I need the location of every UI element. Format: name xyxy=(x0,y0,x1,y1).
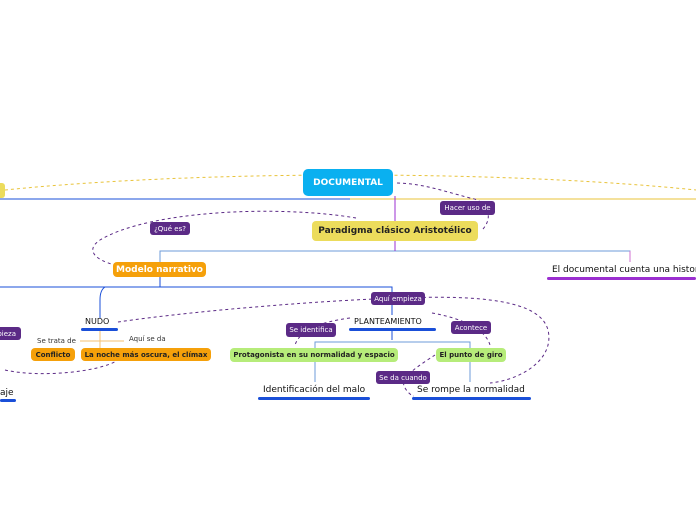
underline-se-rompe xyxy=(412,397,531,400)
underline-left-fragment xyxy=(0,399,16,402)
relation-aqui-empieza xyxy=(117,296,550,384)
node-se-rompe[interactable]: Se rompe la normalidad xyxy=(417,385,525,395)
label-se-trata-de: Se trata de xyxy=(37,336,76,345)
node-paradigma[interactable]: Paradigma clásico Aristotélico xyxy=(312,221,478,241)
connector-nudo xyxy=(99,286,106,318)
label-aqui-se-da: Aquí se da xyxy=(129,334,166,343)
node-noche-oscura[interactable]: La noche más oscura, el clímax xyxy=(81,348,211,361)
node-left-fragment[interactable]: aje xyxy=(0,388,14,398)
connector-paradigma-branches xyxy=(159,250,631,262)
relation-acontece xyxy=(431,312,491,346)
underline-planteamiento xyxy=(349,328,436,331)
tag-que-es[interactable]: ¿Qué es? xyxy=(150,222,190,235)
node-conflicto[interactable]: Conflicto xyxy=(31,348,75,361)
connector-dashed-yellow xyxy=(4,174,696,191)
connector-plant-branches xyxy=(314,341,471,348)
connector-modelo-branches xyxy=(0,286,393,315)
underline-identificacion-malo xyxy=(258,397,370,400)
node-planteamiento[interactable]: PLANTEAMIENTO xyxy=(354,316,422,326)
tag-acontece[interactable]: Acontece xyxy=(451,321,491,334)
underline-documental-cuenta xyxy=(547,277,696,280)
underline-nudo xyxy=(81,328,118,331)
node-nudo[interactable]: NUDO xyxy=(85,316,110,326)
tag-se-identifica[interactable]: Se identifica xyxy=(286,323,336,337)
node-documental-cuenta[interactable]: El documental cuenta una historia xyxy=(552,265,696,275)
node-protagonista[interactable]: Protagonista en su normalidad y espacio xyxy=(230,348,398,362)
tag-se-da-cuando[interactable]: Se da cuando xyxy=(376,371,430,384)
relation-que-es xyxy=(92,210,357,266)
node-identificacion-malo[interactable]: Identificación del malo xyxy=(263,385,366,395)
node-modelo-narrativo[interactable]: Modelo narrativo xyxy=(113,262,206,277)
tag-hacer-uso[interactable]: Hacer uso de xyxy=(440,201,495,215)
relation-hacer-uso xyxy=(394,182,489,230)
tag-aqui-empieza[interactable]: Aquí empieza xyxy=(371,292,425,305)
root-node-documental[interactable]: DOCUMENTAL xyxy=(303,169,393,196)
relation-left-empieza xyxy=(4,359,119,375)
left-yellow-fragment xyxy=(0,183,5,198)
node-punto-giro[interactable]: El punto de giro xyxy=(436,348,506,362)
tag-aqui-empieza-left[interactable]: mpieza xyxy=(0,327,21,340)
